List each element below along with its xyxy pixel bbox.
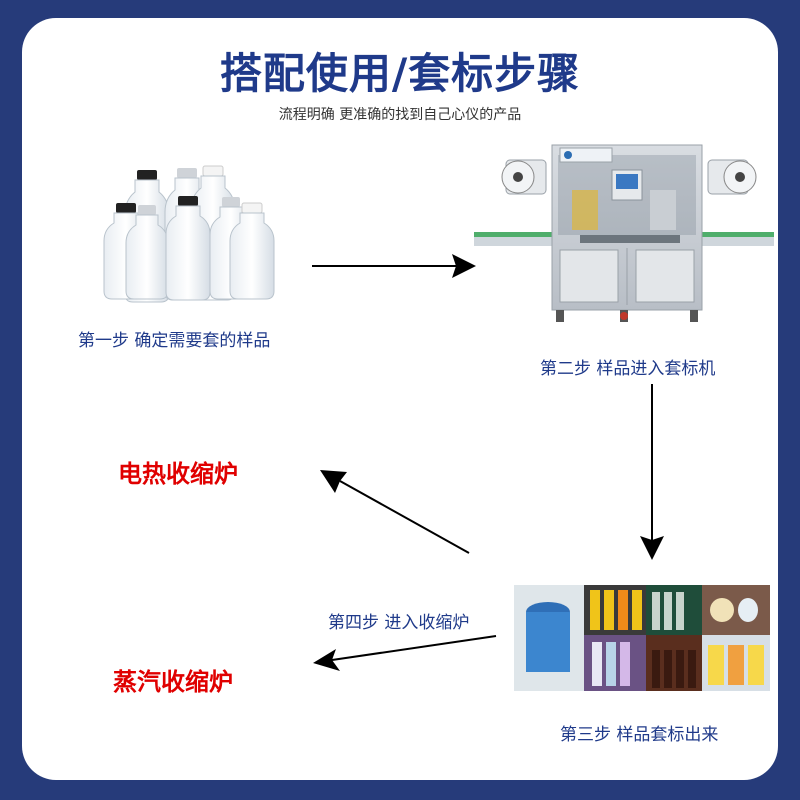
bottles-image xyxy=(103,165,275,303)
flow-arrows xyxy=(312,265,653,661)
step-1-label: 第一步 确定需要套的样品 xyxy=(78,331,271,351)
arrow-right-icon xyxy=(452,254,476,278)
electric-oven-label: 电热收缩炉 xyxy=(118,460,238,488)
step-2-label: 第二步 样品进入套标机 xyxy=(540,359,716,379)
page-title: 搭配使用/套标步骤 xyxy=(219,49,581,98)
step-3-label: 第三步 样品套标出来 xyxy=(560,725,719,745)
steam-oven-label: 蒸汽收缩炉 xyxy=(113,668,233,696)
step-4-label: 第四步 进入收缩炉 xyxy=(328,613,470,633)
labeling-machine-image xyxy=(474,144,774,322)
arrow-down-icon xyxy=(640,536,664,560)
arrow-up-left-icon xyxy=(320,470,347,493)
page-subtitle: 流程明确 更准确的找到自己心仪的产品 xyxy=(278,107,522,123)
arrow-left-icon xyxy=(313,649,340,671)
labeled-products-image xyxy=(514,585,770,691)
